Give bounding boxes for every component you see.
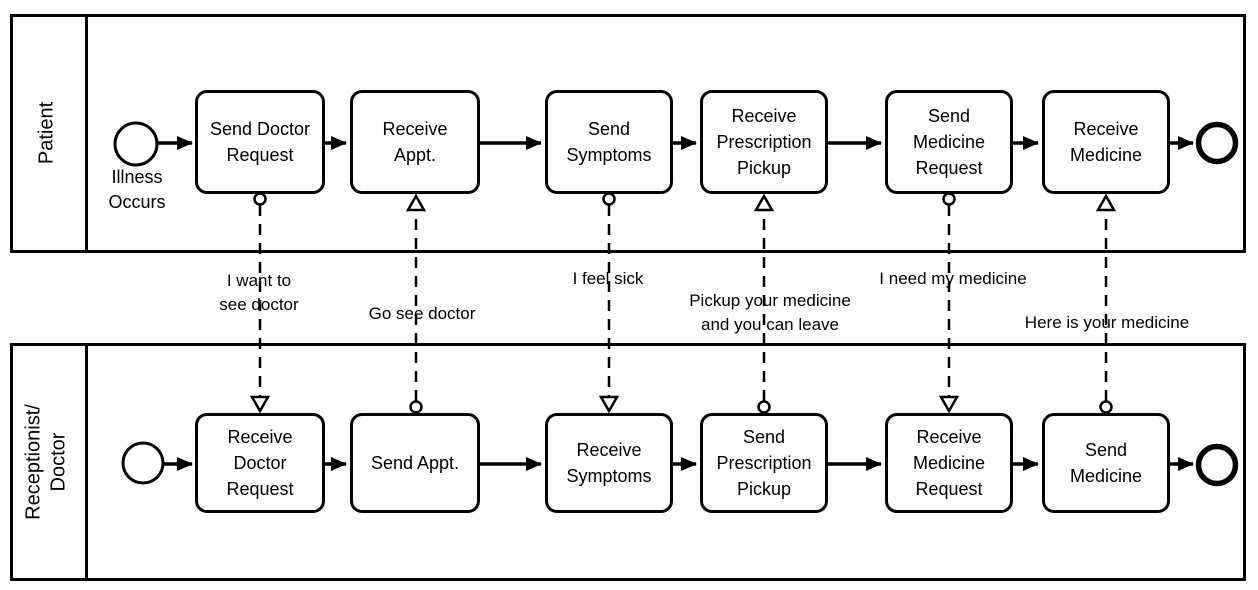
task-send-medicine-request: Send Medicine Request [885,90,1013,194]
message-label-pickup-your-medicine: Pickup your medicine and you can leave [689,291,851,334]
task-receive-medicine: Receive Medicine [1042,90,1170,194]
lane-label-patient: Patient [35,101,58,165]
message-label-i-feel-sick: I feel sick [572,269,644,288]
task-send-doctor-request: Send Doctor Request [195,90,325,194]
message-label-here-is-your-medicine: Here is your medicine [1024,313,1190,332]
task-receive-doctor-request: Receive Doctor Request [195,413,325,513]
task-receive-symptoms: Receive Symptoms [545,413,673,513]
task-send-medicine: Send Medicine [1042,413,1170,513]
start-event-label-patient: Illness Occurs [108,167,166,212]
message-label-go-see-doctor: Go see doctor [368,304,476,323]
message-label-i-want-to-see-doctor: I want to see doctor [219,271,299,314]
lane-band-patient [13,17,88,250]
task-send-prescription-pickup: Send Prescription Pickup [700,413,828,513]
task-send-symptoms: Send Symptoms [545,90,673,194]
lane-label-receptionist: Receptionist/ Doctor [22,404,70,520]
task-receive-medicine-request: Receive Medicine Request [885,413,1013,513]
task-receive-appt: Receive Appt. [350,90,480,194]
task-receive-prescription-pickup: Receive Prescription Pickup [700,90,828,194]
lane-band-receptionist [13,346,88,578]
message-label-i-need-my-medicine: I need my medicine [879,269,1027,288]
task-send-appt: Send Appt. [350,413,480,513]
